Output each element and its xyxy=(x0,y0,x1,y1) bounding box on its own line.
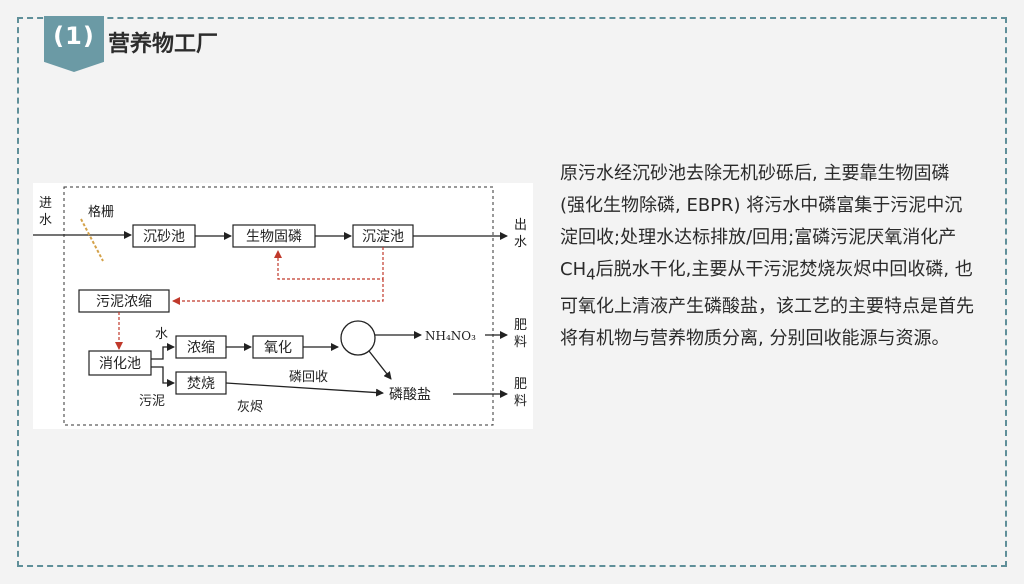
description-text-2: 后脱水干化,主要从干污泥焚烧灰烬中回收磷, 也可氧化上清液产生磷酸盐，该工艺的主… xyxy=(560,259,974,349)
nh4no3-label: NH₄NO₃ xyxy=(425,329,476,343)
oxidize-label: 氧化 xyxy=(264,340,292,356)
effluent-label-1: 出 xyxy=(514,218,527,233)
arrow-digester-to-concentrate xyxy=(151,343,175,360)
effluent-label-2: 水 xyxy=(514,235,527,250)
influent-label-2: 水 xyxy=(39,213,52,228)
waste-sludge-arrow xyxy=(172,279,384,305)
arrow-digester-to-incinerate xyxy=(151,366,175,387)
fertilizer-label-1-1: 肥 xyxy=(514,318,527,333)
ash-label: 灰烬 xyxy=(237,399,263,415)
fertilizer-label-1-2: 料 xyxy=(514,335,527,350)
digester-label: 消化池 xyxy=(99,356,141,372)
section-number: (1) xyxy=(53,22,95,50)
return-sludge-arrow xyxy=(274,247,384,280)
system-boundary xyxy=(63,186,494,426)
settling-tank-label: 沉淀池 xyxy=(362,229,404,245)
fertilizer-label-2-1: 肥 xyxy=(514,377,527,392)
grit-tank-label: 沉砂池 xyxy=(143,229,185,245)
sludge-label: 污泥 xyxy=(139,394,165,409)
ch4-subscript: 4 xyxy=(586,265,596,284)
screen-hatch xyxy=(80,218,104,262)
process-flow-diagram: 进 水 格栅 沉砂池 生物固磷 沉淀池 出 水 污泥浓缩 消化池 水 浓缩 氧化… xyxy=(33,183,533,429)
section-number-badge xyxy=(44,16,104,72)
arrow-separator-to-phosphate xyxy=(368,350,392,380)
phosphate-label: 磷酸盐 xyxy=(389,387,431,403)
p-recovery-label: 磷回收 xyxy=(289,370,328,385)
arrow-incinerate-to-phosphate xyxy=(225,382,384,397)
screen-label: 格栅 xyxy=(88,204,114,220)
sludge-thickening-box xyxy=(78,289,170,313)
incinerate-label: 焚烧 xyxy=(187,376,215,392)
concentrate-label: 浓缩 xyxy=(187,340,215,356)
sludge-thickening-label: 污泥浓缩 xyxy=(96,294,152,310)
process-description: 原污水经沉砂池去除无机砂砾后, 主要靠生物固磷 (强化生物除磷, EBPR) 将… xyxy=(560,158,980,355)
separator-circle xyxy=(340,320,376,356)
water-label: 水 xyxy=(155,327,168,342)
description-text-1: 原污水经沉砂池去除无机砂砾后, 主要靠生物固磷 (强化生物除磷, EBPR) 将… xyxy=(560,163,963,280)
digester-box xyxy=(88,350,152,376)
section-title: 营养物工厂 xyxy=(108,32,219,57)
influent-label-1: 进 xyxy=(39,196,52,211)
bio-p-removal-label: 生物固磷 xyxy=(246,229,302,245)
dashed-frame xyxy=(17,17,1007,567)
fertilizer-label-2-2: 料 xyxy=(514,394,527,409)
